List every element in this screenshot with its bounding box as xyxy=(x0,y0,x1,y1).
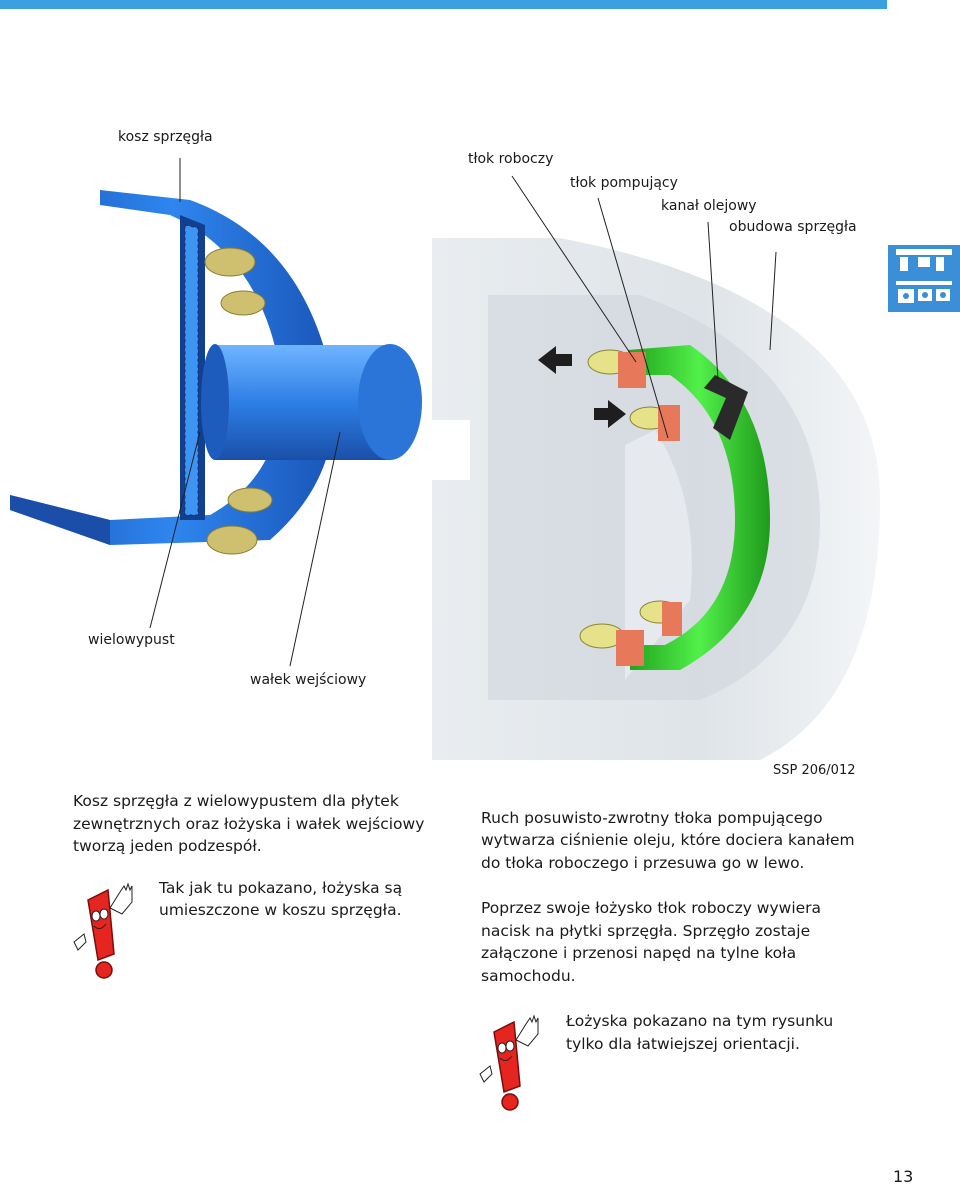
piston-text-line3: do tłoka roboczego i przesuwa go w lewo. xyxy=(481,854,805,872)
figure-reference: SSP 206/012 xyxy=(773,763,856,778)
clutch-basket-shape xyxy=(10,190,334,545)
label-working-piston: tłok roboczy xyxy=(468,151,554,167)
basket-note-line1: Tak jak tu pokazano, łożyska są xyxy=(159,879,403,897)
pumping-piston-parts xyxy=(579,349,682,666)
top-accent-bar xyxy=(0,0,887,9)
label-oil-channel: kanał olejowy xyxy=(661,198,757,214)
bearing-note-line1: Łożyska pokazano na tym rysunku xyxy=(566,1012,834,1030)
label-pumping-piston: tłok pompujący xyxy=(570,175,678,191)
piston-text-line1: Ruch posuwisto-zwrotny tłoka pompującego xyxy=(481,809,823,827)
basket-note-line2: umieszczone w koszu sprzęgła. xyxy=(159,901,402,919)
chapter-icon xyxy=(888,245,960,312)
basket-description: Kosz sprzęgła z wielowypustem dla płytek… xyxy=(73,792,425,855)
label-spline: wielowypust xyxy=(88,632,175,648)
engagement-text-line3: załączone i przenosi napęd na tylne koła xyxy=(481,944,797,962)
clutch-illustration xyxy=(10,158,880,760)
working-piston-shape xyxy=(628,345,770,670)
piston-text-line2: wytwarza ciśnienie oleju, które dociera … xyxy=(481,831,855,849)
leader-lines xyxy=(149,158,777,667)
engagement-text-line2: nacisk na płytki sprzęgła. Sprzęgło zost… xyxy=(481,922,811,940)
direction-arrows xyxy=(538,346,626,428)
label-clutch-basket: kosz sprzęgła xyxy=(118,129,213,145)
clutch-housing-shape xyxy=(432,238,880,760)
label-input-shaft: wałek wejściowy xyxy=(250,672,367,688)
exclamation-mascot-icon-2 xyxy=(479,1014,539,1111)
page-number: 13 xyxy=(893,1167,914,1186)
exclamation-mascot-icon xyxy=(73,882,133,979)
input-shaft-shape xyxy=(201,344,422,460)
bearing-note-line2: tylko dla łatwiejszej orientacji. xyxy=(566,1035,800,1053)
basket-bearings xyxy=(204,247,273,555)
label-clutch-housing: obudowa sprzęgła xyxy=(729,219,857,235)
engagement-text-line1: Poprzez swoje łożysko tłok roboczy wywie… xyxy=(481,899,822,917)
engagement-text-line4: samochodu. xyxy=(481,967,576,985)
